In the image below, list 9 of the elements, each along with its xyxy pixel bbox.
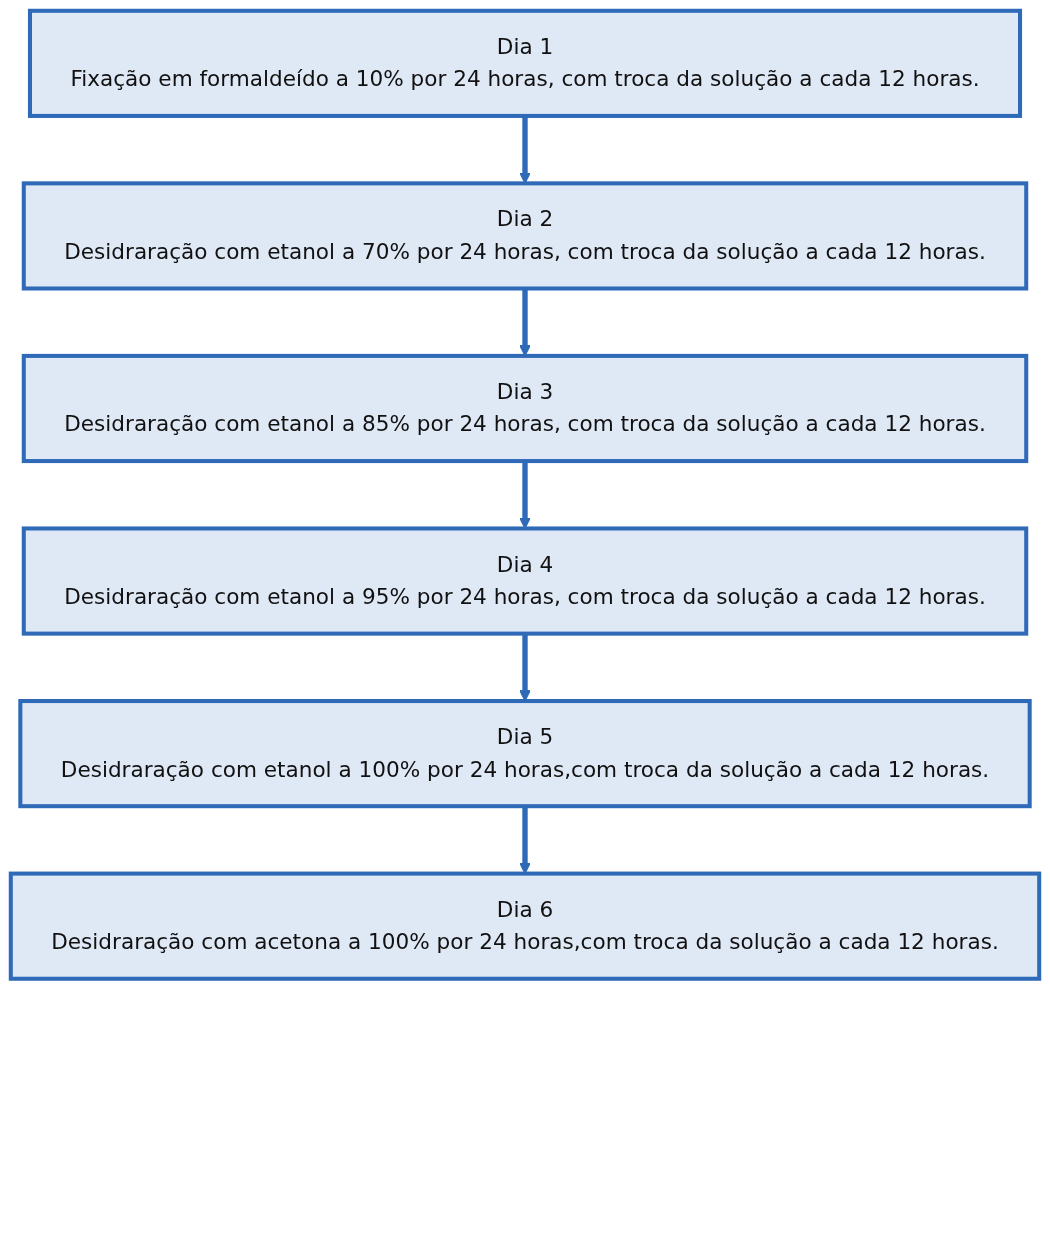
node-box: Dia 1 Fixação em formaldeído a 10% por 24 horas, com troca da solução a cada 12 horas. xyxy=(27,8,1023,118)
node-box: Dia 2 Desidraração com etanol a 70% por 24 horas, com troca da solução a cada 12 horas. xyxy=(21,181,1029,291)
node-box: Dia 5 Desidraração com etanol a 100% por 24 horas,com troca da solução a cada 12 horas. xyxy=(18,699,1032,809)
node-box: Dia 3 Desidraração com etanol a 85% por 24 horas, com troca da solução a cada 12 horas. xyxy=(21,353,1029,464)
arrow xyxy=(519,461,531,529)
node-box: Dia 4 Desidraração com etanol a 95% por 24 horas, com troca da solução a cada 12 horas. xyxy=(21,526,1029,636)
node-box: Dia 6 Desidraração com acetona a 100% por 24 horas,com troca da solução a cada 12 horas. xyxy=(8,871,1042,981)
arrow xyxy=(519,633,531,702)
arrow xyxy=(519,288,531,357)
